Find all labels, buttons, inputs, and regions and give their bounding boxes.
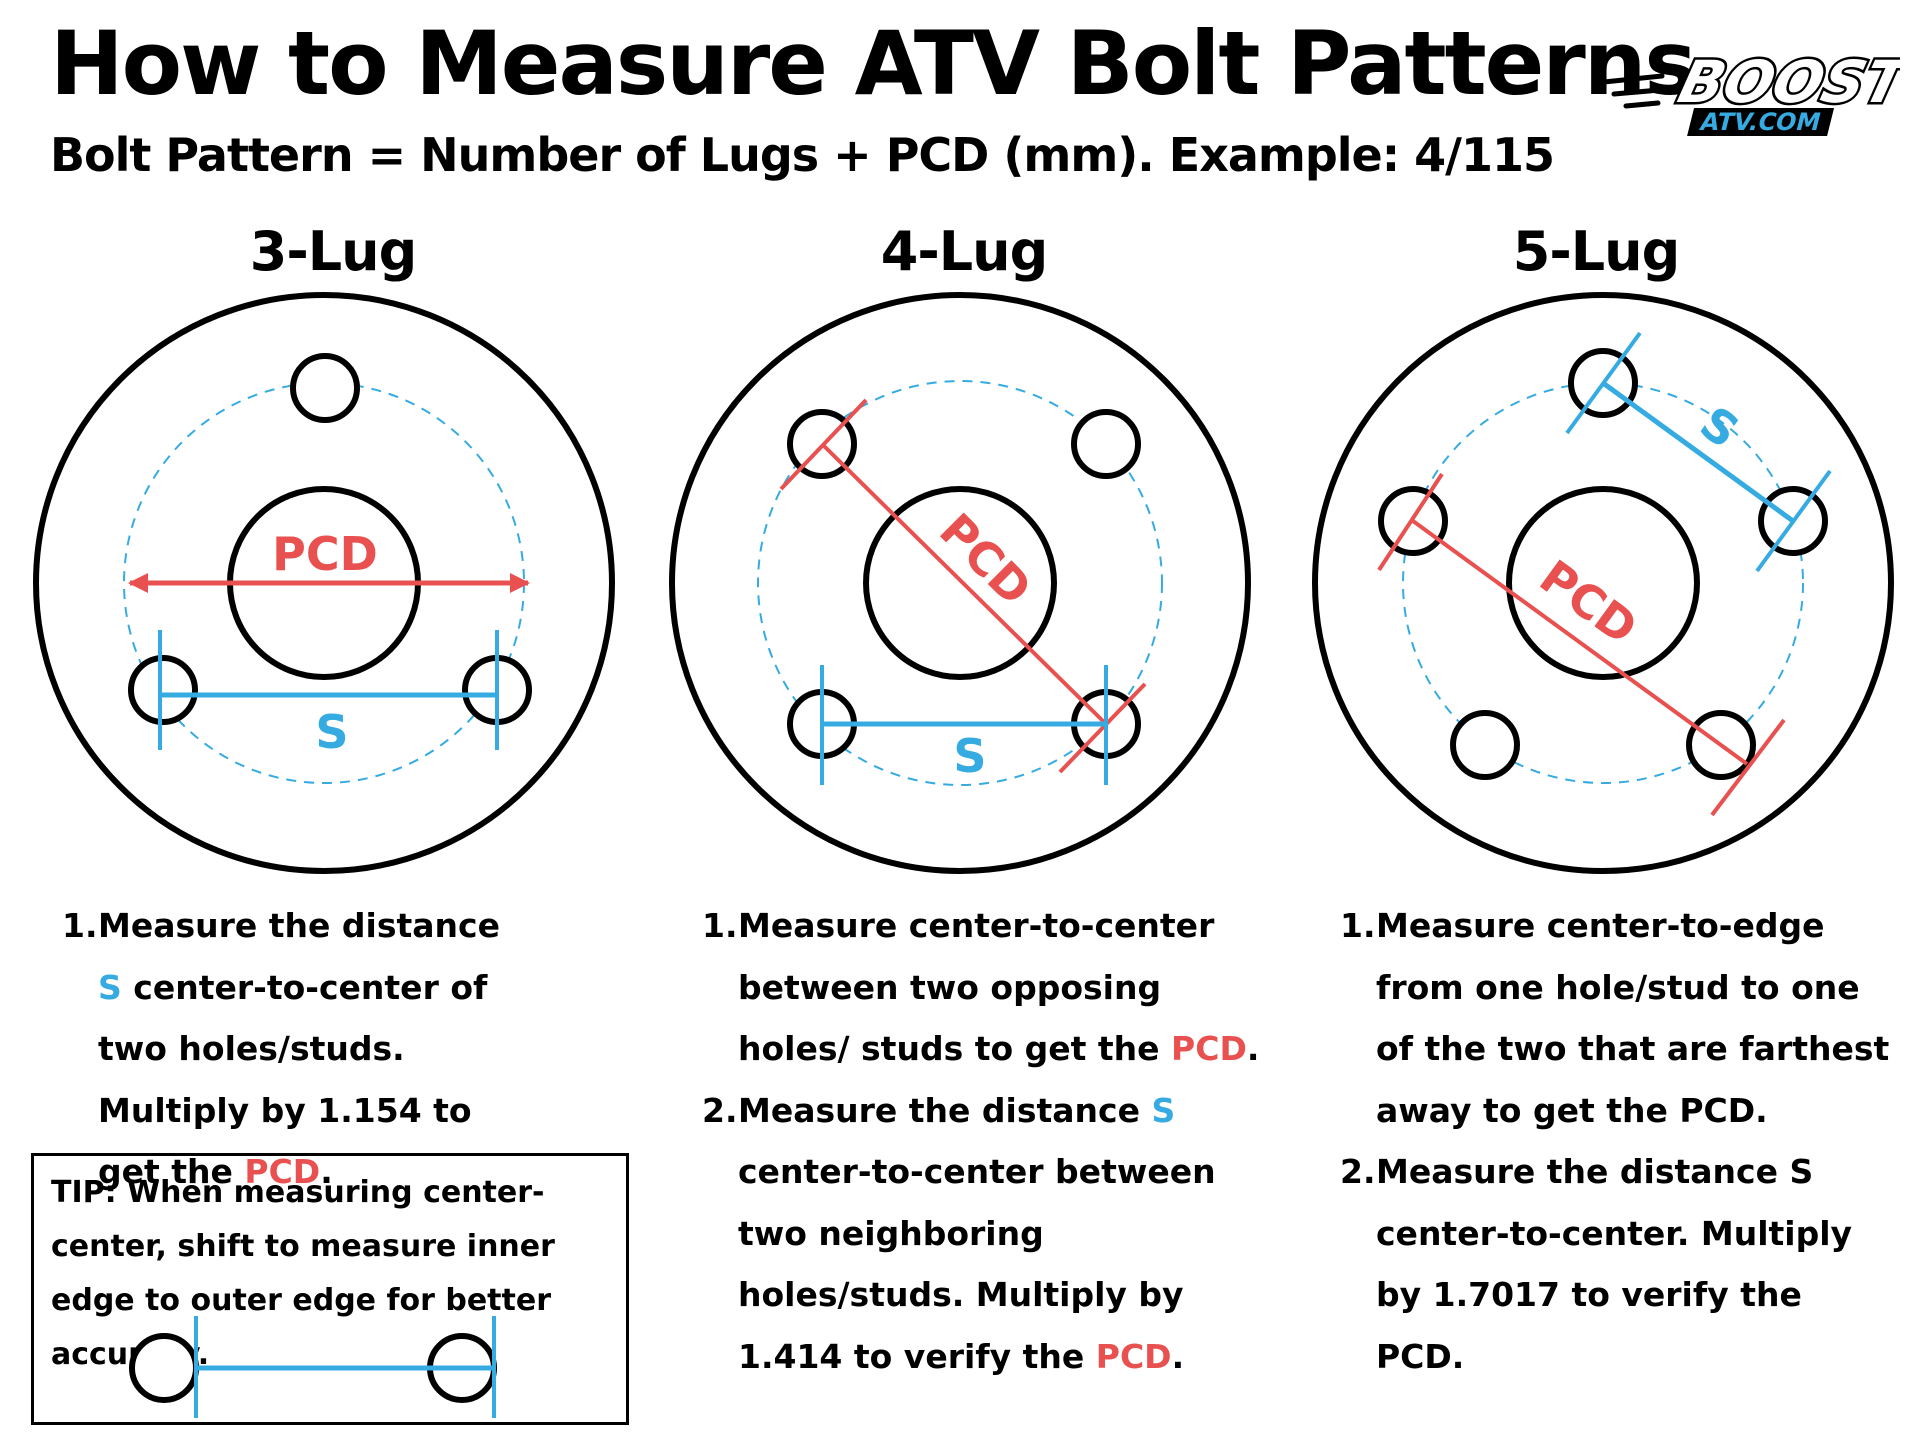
pcd-label: PCD (272, 527, 378, 581)
step-text-part: center-to-center of two holes/studs. Mul… (98, 967, 488, 1192)
lug-hole (128, 655, 198, 725)
step-text-part: Measure center-to-center between two opp… (738, 906, 1215, 1068)
logo-sub: ATV.COM (1697, 107, 1824, 136)
step-text-part: . (320, 1152, 333, 1191)
step-item: 1.Measure center-to-center between two o… (702, 895, 1262, 1080)
lug-hole (1450, 710, 1520, 780)
step-text: Measure center-to-center between two opp… (738, 895, 1262, 1080)
center-bore (1506, 486, 1700, 680)
steps-3-lug: 1.Measure the distance S center-to-cente… (62, 895, 532, 1203)
pcd-tick (1377, 472, 1444, 572)
step-text: Measure the distance S center-to-center … (738, 1080, 1262, 1388)
s-tick (1565, 331, 1642, 435)
diagram-5-lug: PCD S (1312, 292, 1894, 874)
s-measure-line (1601, 380, 1795, 524)
page-subtitle: Bolt Pattern = Number of Lugs + PCD (mm)… (50, 128, 1555, 182)
steps-5-lug: 1.Measure center-to-edge from one hole/s… (1340, 895, 1900, 1387)
title-5-lug: 5-Lug (1512, 220, 1681, 283)
hub-outline (33, 292, 615, 874)
step-text-part: Measure the distance (98, 906, 500, 945)
step-text-part: . (1246, 1029, 1260, 1068)
step-number: 1. (1340, 906, 1376, 945)
step-text-part: Measure the distance S center-to-center.… (1376, 1152, 1853, 1376)
center-bore (863, 486, 1057, 680)
pitch-circle (757, 380, 1163, 786)
highlight-term: PCD (1171, 1029, 1247, 1068)
tip-diagram (129, 1316, 497, 1418)
logo-speed-lines (1601, 73, 1665, 109)
tip-text: TIP: When measuring center-center, shift… (51, 1175, 555, 1372)
lug-hole (1071, 409, 1141, 479)
step-text: Measure the distance S center-to-center.… (1376, 1141, 1900, 1387)
step-text: Measure center-to-edge from one hole/stu… (1376, 895, 1900, 1141)
pcd-label: PCD (1530, 549, 1647, 655)
s-label: S (1690, 396, 1749, 459)
diagram-4-lug: PCD S (669, 292, 1251, 874)
bolt-pattern-diagrams: PCD S PCD S PCD (33, 292, 1894, 874)
hub-outline (669, 292, 1251, 874)
step-number: 2. (1340, 1152, 1376, 1191)
highlight-term: PCD (1095, 1336, 1172, 1376)
step-number: 1. (62, 906, 98, 945)
page-title: How to Measure ATV Bolt Patterns (50, 12, 1697, 115)
step-item: 2.Measure the distance S center-to-cente… (702, 1080, 1262, 1388)
pcd-measure-line (1411, 519, 1749, 766)
step-text-part: . (1171, 1336, 1185, 1376)
title-3-lug: 3-Lug (249, 220, 418, 283)
steps-4-lug: 1.Measure center-to-center between two o… (702, 895, 1262, 1387)
step-text-part: center-to-center between two neighboring… (738, 1152, 1216, 1376)
logo-word: BOOST (1672, 48, 1900, 116)
tip-box: TIP: When measuring center-center, shift… (31, 1153, 629, 1425)
lug-hole (290, 353, 360, 423)
s-label: S (953, 729, 986, 783)
title-4-lug: 4-Lug (880, 220, 1049, 283)
hub-outline (1312, 292, 1894, 874)
boost-atv-logo: BOOST ATV.COM (1601, 45, 1900, 136)
step-text-part: Measure the distance (738, 1090, 1152, 1130)
pcd-measure-line (820, 442, 1108, 726)
step-item: 2.Measure the distance S center-to-cente… (1340, 1141, 1900, 1387)
pcd-label: PCD (929, 503, 1042, 616)
highlight-term: S (98, 967, 122, 1007)
step-number: 2. (702, 1090, 738, 1130)
pcd-tick (1710, 718, 1786, 817)
step-text-part: Measure center-to-edge from one hole/stu… (1376, 906, 1890, 1130)
step-item: 1.Measure the distance S center-to-cente… (62, 895, 532, 1203)
diagram-3-lug: PCD S (33, 292, 615, 874)
step-text: Measure the distance S center-to-center … (98, 895, 532, 1203)
step-number: 1. (702, 906, 738, 945)
s-tick (1755, 469, 1832, 573)
step-item: 1.Measure center-to-edge from one hole/s… (1340, 895, 1900, 1141)
lug-hole (129, 1333, 199, 1403)
pcd-tick (1058, 682, 1147, 774)
highlight-term: S (1151, 1090, 1176, 1130)
highlight-term: PCD (244, 1152, 321, 1191)
pcd-tick (779, 398, 868, 491)
s-label: S (315, 705, 348, 759)
